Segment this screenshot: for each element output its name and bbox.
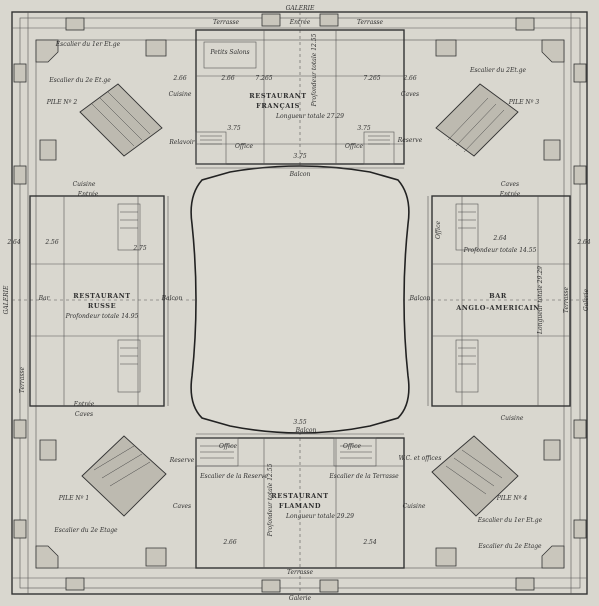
pier-3	[435, 83, 519, 157]
dim-k: 2.64	[576, 239, 591, 246]
label-terrasse-right: Terrasse	[563, 286, 570, 313]
restaurant-flamand-block	[195, 437, 405, 569]
label-terrasse-left: Terrasse	[19, 366, 26, 393]
label-balcon-top: Balcon	[289, 171, 311, 178]
dim-g: 3.75	[227, 125, 241, 132]
label-terrasse-tl: Terrasse	[213, 19, 240, 26]
label-escalier-2e-bl: Escalier du 2e Etage	[53, 527, 118, 534]
dim-h: 3.75	[357, 125, 371, 132]
pier-1	[81, 435, 167, 517]
label-galerie-bottom: Galerie	[289, 595, 312, 602]
dim-b: 2.66	[220, 75, 235, 82]
label-anglo-americain: ANGLO-AMERICAIN	[455, 304, 540, 312]
label-restaurant-russe-2: RUSSE	[88, 302, 116, 310]
label-longueur-flamand: Longueur totale 29.29	[285, 513, 354, 520]
bar-anglo-americain-block	[431, 195, 571, 407]
label-office-top: Office	[235, 143, 253, 150]
label-galerie-right: Galerie	[583, 288, 590, 311]
central-void	[190, 165, 410, 434]
label-cuisine-right: Cuisine	[501, 415, 524, 422]
label-caves-tr: Caves	[401, 91, 419, 98]
restaurant-francais-block	[195, 29, 405, 165]
label-longueur-totale-top: Longueur totale 27.29	[275, 113, 344, 120]
label-escalier-reserve: Escalier de la Reserve	[199, 473, 268, 480]
label-escalier-1er-tl: Escalier du 1er Et.ge	[55, 41, 121, 48]
dim-l: 2.56	[44, 239, 59, 246]
label-restaurant-flamand-1: RESTAURANT	[271, 492, 328, 500]
label-entree-left: Entrée	[77, 191, 99, 198]
label-balcon-left: Balcon	[161, 295, 183, 302]
restaurant-russe-block	[29, 195, 165, 407]
label-escalier-2e-br: Escalier du 2e Etage	[477, 543, 542, 550]
label-restaurant-flamand-2: FLAMAND	[279, 502, 321, 510]
label-entree-right: Entrée	[499, 191, 521, 198]
label-office-right: Office	[435, 221, 442, 239]
label-office-offices: W.C. et offices	[399, 455, 442, 462]
label-cuisine-left: Cuisine	[73, 181, 96, 188]
label-caves-right: Caves	[501, 181, 519, 188]
dim-m: 2.66	[222, 539, 237, 546]
label-pile-1: PILE Nº 1	[58, 495, 89, 502]
label-balcon-right: Balcon	[409, 295, 431, 302]
dim-a: 2.66	[172, 75, 187, 82]
dim-c: 7.265	[255, 75, 272, 82]
label-pile-4: PILE Nº 4	[496, 495, 528, 502]
label-longueur-bar: Longueur totale 29.29	[537, 266, 544, 335]
label-office-top2: Office	[345, 143, 363, 150]
label-galerie-left: GALERIE	[3, 285, 10, 314]
dim-i: 2.75	[132, 245, 147, 252]
label-escalier-1er-br: Escalier du 1er Et.ge	[477, 517, 543, 524]
pier-4	[431, 435, 519, 517]
label-petits-salons: Petits Salons	[209, 49, 249, 56]
label-galerie-top: GALERIE	[286, 5, 315, 12]
label-office-bottom: Office	[219, 443, 237, 450]
label-escalier-2e-tl: Escalier du 2e Et.ge	[48, 77, 111, 84]
label-cuisine-tl: Cuisine	[169, 91, 192, 98]
dim-d: 7.265	[363, 75, 380, 82]
label-relavoir: Relavoir	[168, 139, 195, 146]
dim-center-bottom: 3.55	[293, 419, 307, 426]
label-reserve-top: Reserve	[397, 137, 423, 144]
label-restaurant-francais-1: RESTAURANT	[249, 92, 306, 100]
label-profondeur-flamand: Profondeur totale 12.55	[267, 463, 274, 537]
label-caves-left: Caves	[75, 411, 93, 418]
label-terrasse-bottom: Terrasse	[287, 569, 314, 576]
label-caves-bottom: Caves	[173, 503, 191, 510]
dim-f: 2.64	[6, 239, 21, 246]
label-escalier-2e-tr: Escalier du 2Et.ge	[469, 67, 527, 74]
label-reserve-left-bottom: Reserve	[169, 457, 195, 464]
label-escalier-terrasse: Escalier de la Terrasse	[328, 473, 399, 480]
dim-e: 2.66	[402, 75, 417, 82]
label-profondeur-russe: Profondeur totale 14.95	[65, 313, 139, 320]
label-office-bottom2: Office	[343, 443, 361, 450]
dim-j: 2.64	[492, 235, 507, 242]
label-bar-right: BAR	[489, 292, 507, 300]
label-entree-top: Entrée	[289, 19, 311, 26]
label-pile-2: PILE Nº 2	[46, 99, 78, 106]
label-entree-left-bottom: Entrée	[73, 401, 95, 408]
label-profondeur-top: Profondeur totale 12.55	[311, 33, 318, 107]
dim-n: 2.54	[362, 539, 377, 546]
label-balcon-bottom: Balcon	[295, 427, 317, 434]
label-restaurant-francais-2: FRANÇAIS	[256, 102, 300, 110]
label-bar-left: Bar	[38, 295, 51, 302]
balcony-lines	[167, 167, 429, 435]
label-terrasse-tr: Terrasse	[357, 19, 384, 26]
label-pile-3: PILE Nº 3	[508, 99, 540, 106]
label-profondeur-bar: Profondeur totale 14.55	[463, 247, 537, 254]
corner-pylons	[13, 13, 587, 593]
pier-2	[79, 83, 163, 157]
dim-center-top: 3.75	[293, 153, 307, 160]
label-restaurant-russe-1: RESTAURANT	[73, 292, 130, 300]
label-cuisine-bottom: Cuisine	[403, 503, 426, 510]
